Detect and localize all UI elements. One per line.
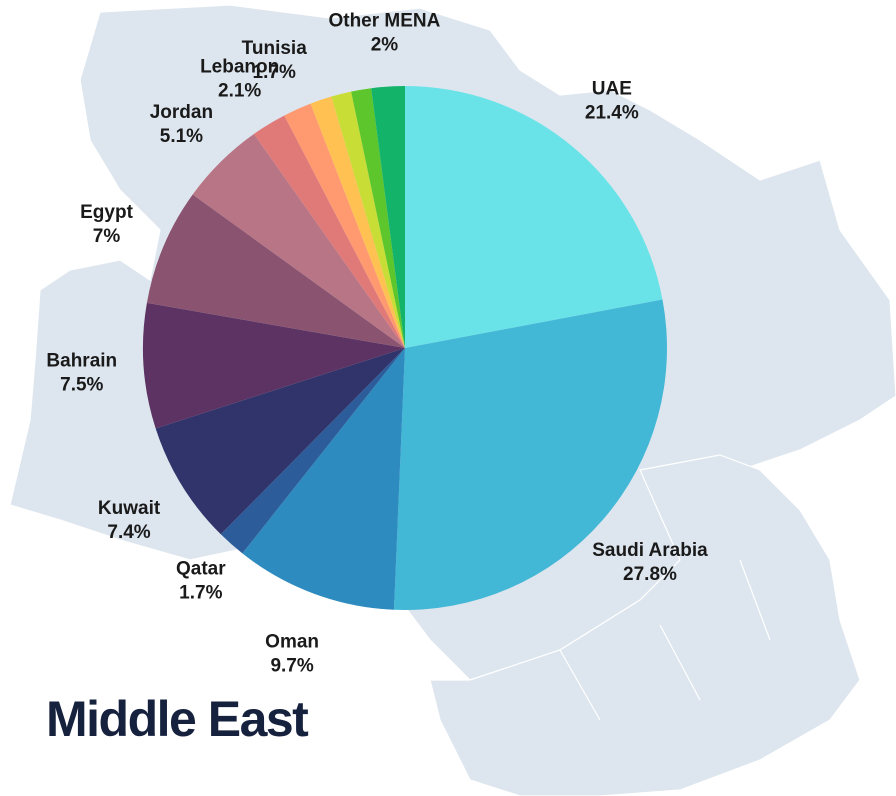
slice-label-name: Oman <box>265 632 319 653</box>
slice-label-percent: 1.7% <box>253 62 296 83</box>
slice-label-name: Bahrain <box>46 351 117 372</box>
pie-slice-unlabeled-12 <box>351 88 405 349</box>
slice-label-name: UAE <box>592 79 632 100</box>
pie-labels: UAE 21.4% Saudi Arabia 27.8% Oman 9.7% Qatar 1.… <box>46 11 708 677</box>
slice-label-name: Kuwait <box>98 498 161 519</box>
pie-slice-kuwait <box>155 348 405 535</box>
pie-slice-saudi-arabia <box>393 299 667 611</box>
slice-label-name: Lebanon <box>200 56 279 77</box>
slice-label-percent: 9.7% <box>270 656 313 677</box>
slice-label-name: Other MENA <box>328 11 440 32</box>
pie-slice-unlabeled-11 <box>331 91 405 348</box>
slice-label-name: Egypt <box>80 202 133 223</box>
pie-slice-tunisia <box>284 103 405 348</box>
slice-label-percent: 1.7% <box>179 583 222 604</box>
slice-label-percent: 2% <box>371 35 399 56</box>
slice-label-name: Saudi Arabia <box>592 540 708 561</box>
pie-slice-jordan <box>192 133 405 348</box>
slice-label-name: Jordan <box>150 102 213 123</box>
pie-slice-lebanon <box>253 115 405 348</box>
pie-slices <box>143 86 667 611</box>
pie-slice-qatar <box>220 348 405 554</box>
slice-label-percent: 2.1% <box>218 80 261 101</box>
slice-label-percent: 27.8% <box>623 564 677 585</box>
pie-slice-egypt <box>146 194 405 348</box>
slice-label-percent: 5.1% <box>160 126 203 147</box>
slice-label-name: Tunisia <box>242 38 308 59</box>
pie-slice-uae <box>405 86 663 348</box>
slice-label-percent: 7% <box>93 226 121 247</box>
slice-label-percent: 7.4% <box>107 522 150 543</box>
pie-slice-other-mena <box>371 86 405 348</box>
slice-label-percent: 21.4% <box>585 103 639 124</box>
pie-slice-oman <box>242 348 405 610</box>
slice-label-percent: 7.5% <box>60 375 103 396</box>
pie-slice-bahrain <box>143 302 405 429</box>
pie-slice-unlabeled-10 <box>310 96 405 348</box>
slice-label-name: Qatar <box>176 559 226 580</box>
page-title: Middle East <box>46 691 309 747</box>
